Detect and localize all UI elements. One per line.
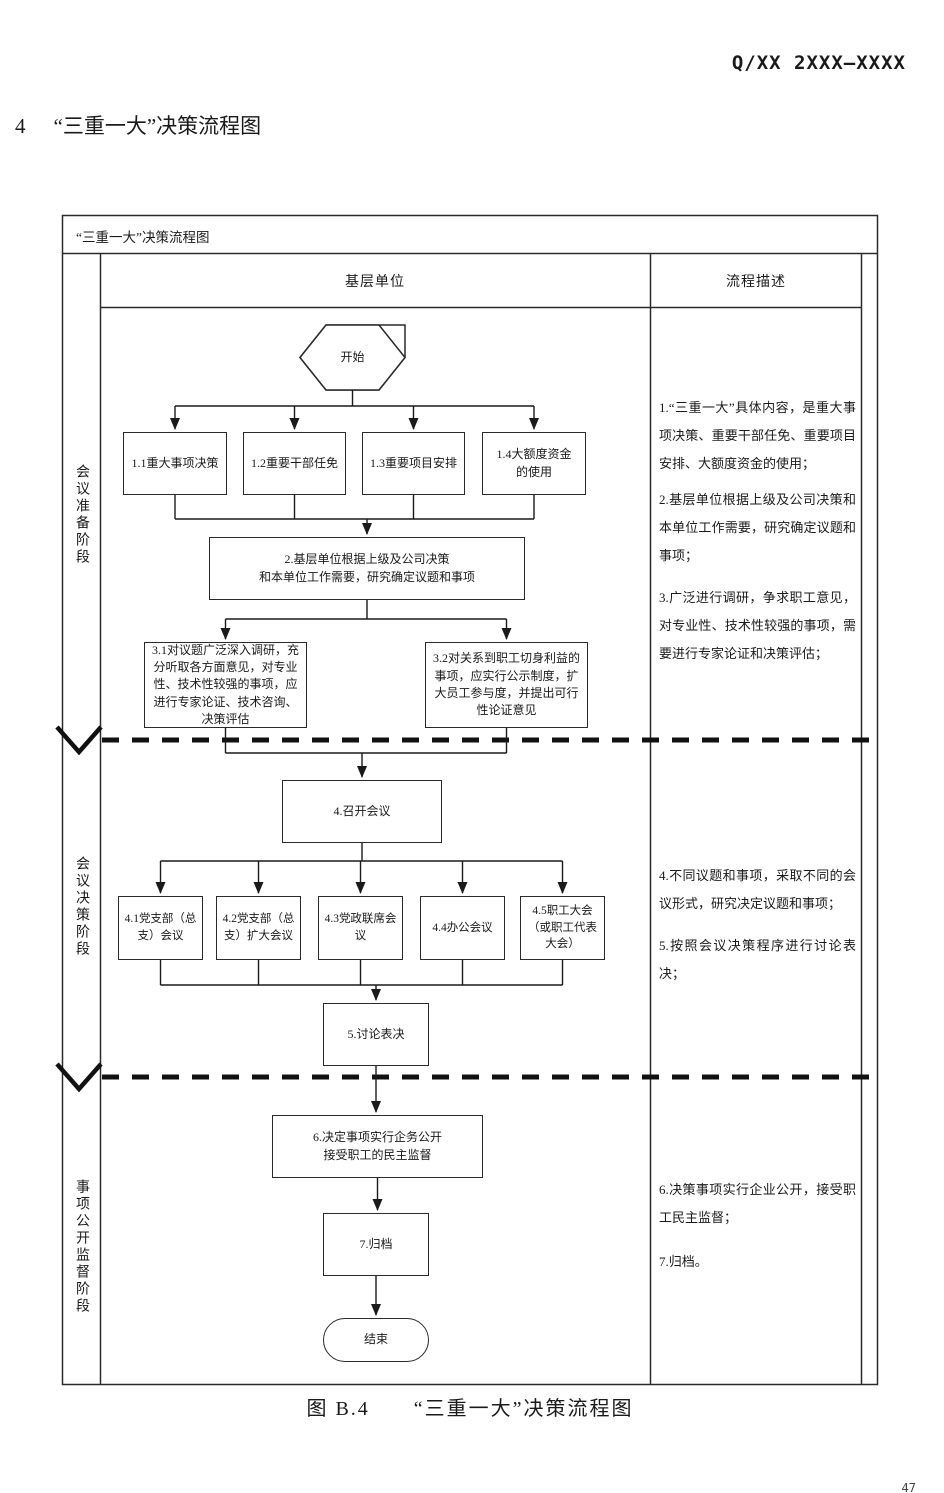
desc-item-6: 6.决策事项实行企业公开，接受职工民主监督； bbox=[659, 1182, 856, 1225]
phase-label-preparation: 会议准备阶段 bbox=[74, 464, 89, 566]
flow-node-start: 开始 bbox=[340, 349, 365, 364]
desc-item-5: 5.按照会议决策程序进行讨论表决； bbox=[659, 938, 856, 981]
flow-node-1-4: 1.4大额度资金 的使用 bbox=[482, 432, 586, 495]
desc-item-1: 1.“三重一大”具体内容，是重大事项决策、重要干部任免、重要项目安排、大额度资金… bbox=[659, 400, 856, 471]
flow-node-5: 5.讨论表决 bbox=[323, 1003, 429, 1066]
doc-code: Q/XX 2XXX—XXXX bbox=[731, 52, 906, 74]
phase-label-supervision: 事项公开监督阶段 bbox=[74, 1179, 89, 1315]
desc-item-3: 3.广泛进行调研，争求职工意见，对专业性、技术性较强的事项，需要进行专家论证和决… bbox=[659, 590, 856, 661]
section-title: “三重一大”决策流程图 bbox=[53, 114, 262, 138]
flow-node-end: 结束 bbox=[323, 1318, 429, 1362]
phase-label-decision: 会议决策阶段 bbox=[74, 856, 89, 958]
column-header-main: 基层单位 bbox=[345, 275, 405, 290]
flow-node-4: 4.召开会议 bbox=[282, 780, 442, 843]
desc-item-2: 2.基层单位根据上级及公司决策和本单位工作需要，研究确定议题和事项； bbox=[659, 492, 856, 563]
flow-node-1-2: 1.2重要干部任免 bbox=[243, 432, 346, 495]
flow-node-6: 6.决定事项实行企务公开 接受职工的民主监督 bbox=[272, 1115, 483, 1178]
desc-item-7: 7.归档。 bbox=[659, 1254, 708, 1269]
flow-node-4-5: 4.5职工大会 （或职工代表 大会） bbox=[520, 896, 605, 960]
flow-node-3-2: 3.2对关系到职工切身利益的 事项，应实行公示制度，扩 大员工参与度，并提出可行… bbox=[425, 642, 588, 728]
desc-item-4: 4.不同议题和事项，采取不同的会议形式，研究决定议题和事项； bbox=[659, 868, 856, 911]
section-heading: 4 “三重一大”决策流程图 bbox=[15, 110, 261, 140]
figure-caption: 图 B.4 “三重一大”决策流程图 bbox=[306, 1398, 634, 1420]
section-number: 4 bbox=[15, 114, 26, 138]
flowchart-title: “三重一大”决策流程图 bbox=[76, 230, 210, 245]
page-number: 47 bbox=[901, 1481, 916, 1493]
flow-node-4-2: 4.2党支部（总 支）扩大会议 bbox=[216, 896, 301, 960]
flow-node-3-1: 3.1对议题广泛深入调研，充 分听取各方面意见，对专业 性、技术性较强的事项，应… bbox=[144, 642, 307, 728]
flow-node-7: 7.归档 bbox=[323, 1213, 429, 1276]
column-header-desc: 流程描述 bbox=[726, 275, 786, 290]
flow-node-1-1: 1.1重大事项决策 bbox=[123, 432, 227, 495]
flow-node-4-1: 4.1党支部（总 支）会议 bbox=[118, 896, 203, 960]
flow-node-4-3: 4.3党政联席会 议 bbox=[318, 896, 403, 960]
flow-node-2: 2.基层单位根据上级及公司决策 和本单位工作需要，研究确定议题和事项 bbox=[209, 537, 525, 600]
flow-node-1-3: 1.3重要项目安排 bbox=[362, 432, 465, 495]
flow-node-4-4: 4.4办公会议 bbox=[420, 896, 505, 960]
